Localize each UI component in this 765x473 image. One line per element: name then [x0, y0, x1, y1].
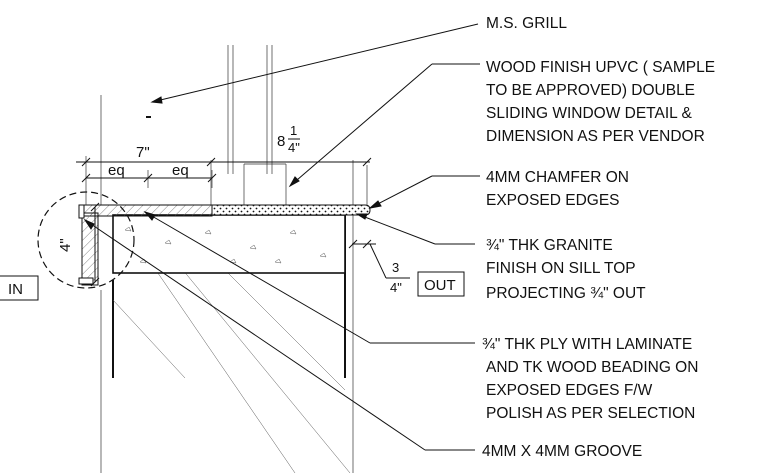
dim-seven: 7" [136, 144, 150, 161]
granite-top [211, 204, 371, 216]
note-granite-2: FINISH ON SILL TOP [486, 260, 636, 277]
note-chamfer-1: 4MM CHAMFER ON [486, 169, 629, 186]
note-window-2: TO BE APPROVED) DOUBLE [486, 82, 695, 99]
dim-eight-num: 1 [290, 123, 297, 138]
note-groove: 4MM X 4MM GROOVE [482, 443, 642, 460]
dim-leader-out [369, 243, 387, 279]
window-frame-lines [210, 45, 287, 205]
note-grill: M.S. GRILL [486, 15, 567, 32]
beading-bottom [78, 277, 94, 285]
note-chamfer-2: EXPOSED EDGES [486, 192, 620, 209]
dim-four: 4" [57, 238, 74, 252]
note-granite-3: PROJECTING ¾" OUT [486, 285, 646, 302]
beading-top [78, 204, 85, 219]
note-ply-2: AND TK WOOD BEADING ON [486, 359, 698, 376]
dim-eight: 8 [277, 133, 285, 150]
note-window-4: DIMENSION AS PER VENDOR [486, 128, 705, 145]
note-ply-4: POLISH AS PER SELECTION [486, 405, 695, 422]
dim-frac-num: 3 [392, 260, 399, 275]
out-label: OUT [424, 277, 456, 294]
concrete-block [112, 214, 346, 274]
dim-frac-den: 4" [390, 280, 402, 295]
in-label: IN [8, 281, 23, 298]
dim-eq-right: eq [172, 162, 189, 179]
out-box [417, 271, 465, 297]
note-ply-3: EXPOSED EDGES F/W [486, 382, 653, 399]
leader-lines [83, 23, 480, 451]
top-dimension [76, 156, 372, 205]
in-box [0, 275, 39, 301]
note-granite-1: ¾" THK GRANITE [486, 237, 613, 254]
dim-eq-left: eq [108, 162, 125, 179]
dim-eight-den: 4" [288, 140, 300, 155]
note-ply-1: ¾" THK PLY WITH LAMINATE [482, 336, 692, 353]
ply-face [81, 212, 99, 286]
note-window-1: WOOD FINISH UPVC ( SAMPLE [486, 59, 715, 76]
note-window-3: SLIDING WINDOW DETAIL & [486, 105, 692, 122]
